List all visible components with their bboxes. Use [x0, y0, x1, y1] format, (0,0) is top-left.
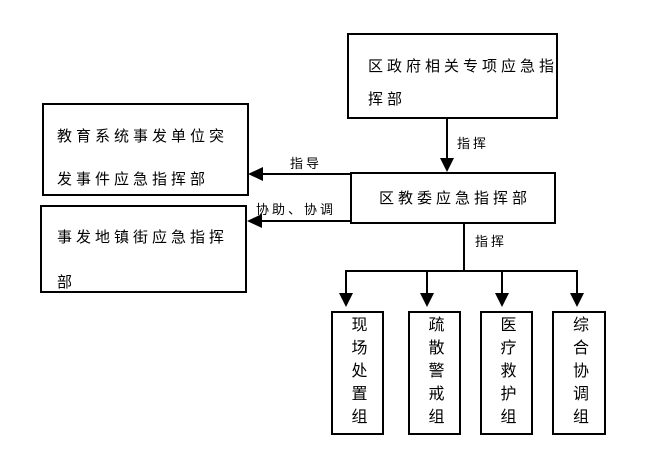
box-text-vertical: 疏散警戒组 [425, 315, 445, 431]
box-text-line: 区教委应急指挥部 [378, 188, 531, 207]
box-text-vertical: 医疗救护组 [497, 315, 517, 431]
edge-label-guidance: 指导 [290, 157, 323, 172]
edge-label-command-top: 指挥 [457, 137, 490, 152]
box-text-line: 教育系统事发单位突 [57, 127, 229, 145]
arrowhead-left-town [247, 214, 262, 228]
box-text-line: 部 [57, 273, 77, 291]
box-group-medical-rescue: 医疗救护组 [480, 311, 533, 435]
edge-label-command-bottom: 指挥 [475, 235, 508, 250]
arrowhead-down-group-4 [570, 293, 584, 307]
box-education-system-incident-command: 教育系统事发单位突 发事件应急指挥部 [42, 103, 249, 196]
box-text-vertical: 现场处置组 [348, 315, 368, 431]
box-group-onsite-handling: 现场处置组 [331, 311, 384, 435]
arrowhead-down-gov-center [440, 158, 454, 172]
box-text-line: 事发地镇街应急指挥 [57, 228, 229, 246]
box-group-comprehensive-coordination: 综合协调组 [552, 311, 606, 435]
arrowhead-down-group-2 [420, 293, 434, 307]
box-text-vertical: 综合协调组 [570, 315, 589, 431]
arrowhead-left-edu [248, 167, 263, 181]
box-district-gov-special-command: 区政府相关专项应急指 挥部 [347, 33, 558, 119]
box-group-evacuation-cordon: 疏散警戒组 [408, 311, 461, 435]
box-text-line: 挥部 [368, 90, 407, 108]
box-incident-town-street-command: 事发地镇街应急指挥 部 [40, 205, 247, 293]
box-district-education-committee-command: 区教委应急指挥部 [350, 172, 556, 224]
arrowhead-down-group-1 [339, 293, 353, 307]
box-text-line: 区政府相关专项应急指 [368, 57, 559, 75]
box-text-line: 发事件应急指挥部 [57, 170, 210, 188]
edge-label-assist-coordinate: 协助、协调 [256, 203, 337, 218]
arrowhead-down-group-3 [495, 293, 509, 307]
